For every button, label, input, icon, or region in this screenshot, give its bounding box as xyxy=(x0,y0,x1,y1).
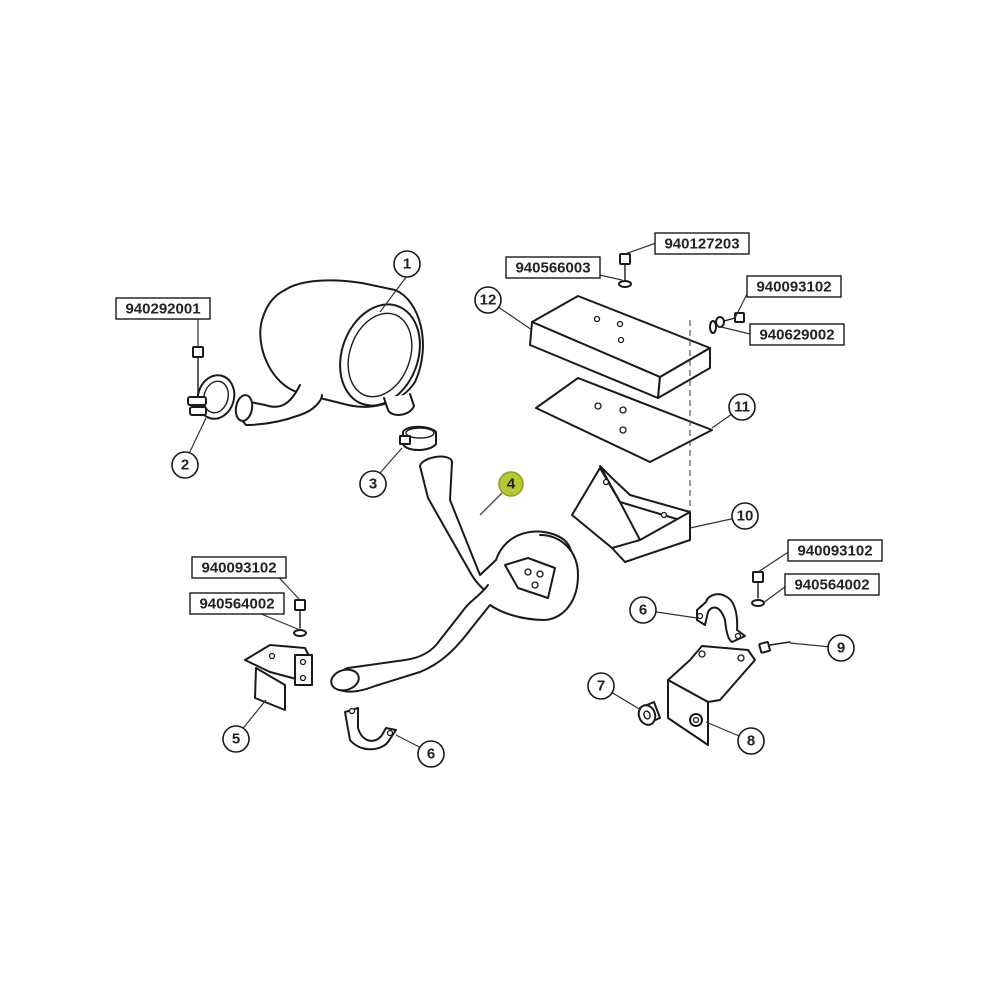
part-number-label[interactable]: 940566003 xyxy=(505,256,601,279)
muffler-part[interactable] xyxy=(234,279,434,426)
mount-plate-part[interactable] xyxy=(667,645,756,746)
callout-6-lower[interactable]: 6 xyxy=(417,740,445,768)
part-number-label[interactable]: 940093102 xyxy=(787,539,883,562)
part-number-label[interactable]: 940093102 xyxy=(746,275,842,298)
part-number-label[interactable]: 940292001 xyxy=(115,297,211,320)
band-clamp-part[interactable] xyxy=(399,425,437,451)
u-clamp-part-lower[interactable] xyxy=(344,707,397,751)
bolt-part-9[interactable] xyxy=(758,641,791,654)
callout-5[interactable]: 5 xyxy=(222,725,250,753)
part-number-label[interactable]: 940629002 xyxy=(749,323,845,346)
callout-3[interactable]: 3 xyxy=(359,470,387,498)
part-number-label[interactable]: 940093102 xyxy=(191,556,287,579)
u-clamp-part-upper[interactable] xyxy=(696,571,765,643)
bracket-part-5[interactable] xyxy=(244,599,313,711)
clamp-part[interactable] xyxy=(187,346,239,423)
callout-8[interactable]: 8 xyxy=(737,727,765,755)
gasket-part[interactable] xyxy=(535,377,713,463)
heat-shield-top-part[interactable] xyxy=(529,253,745,399)
exhaust-pipe-part[interactable] xyxy=(329,454,579,693)
callout-4-highlighted[interactable]: 4 xyxy=(498,471,524,497)
callout-9[interactable]: 9 xyxy=(827,634,855,662)
callout-7[interactable]: 7 xyxy=(587,672,615,700)
heat-shield-bracket-part[interactable] xyxy=(571,465,691,563)
spacer-part[interactable] xyxy=(636,701,661,727)
part-number-label[interactable]: 940564002 xyxy=(784,573,880,596)
callout-10[interactable]: 10 xyxy=(731,502,759,530)
callout-6-upper[interactable]: 6 xyxy=(629,596,657,624)
part-number-label[interactable]: 940564002 xyxy=(189,592,285,615)
part-number-label[interactable]: 940127203 xyxy=(654,232,750,255)
callout-11[interactable]: 11 xyxy=(728,393,756,421)
callout-1[interactable]: 1 xyxy=(393,250,421,278)
callout-2[interactable]: 2 xyxy=(171,451,199,479)
callout-12[interactable]: 12 xyxy=(474,286,502,314)
